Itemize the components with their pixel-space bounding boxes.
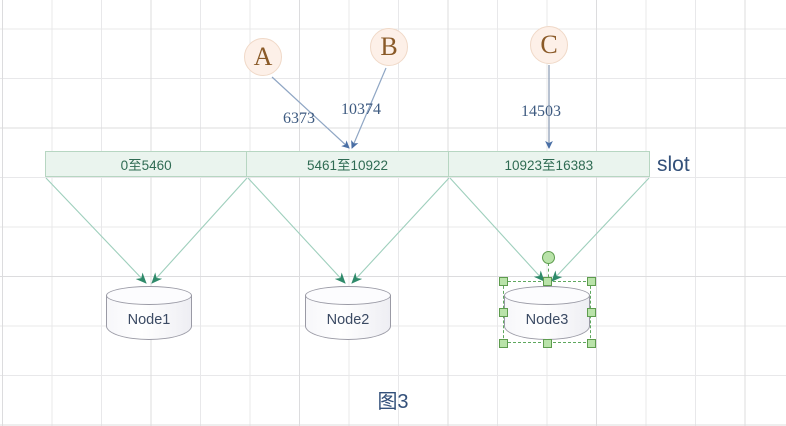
cylinder-top (106, 286, 192, 305)
rotation-handle[interactable] (542, 251, 555, 264)
resize-handle-n[interactable] (543, 277, 552, 286)
slot-bar[interactable]: 0至5460 5461至10922 10923至16383 (45, 151, 650, 177)
slot-segment-2[interactable]: 5461至10922 (246, 152, 447, 176)
resize-handle-w[interactable] (499, 308, 508, 317)
figure-caption: 图3 (377, 391, 409, 413)
node-cylinder-1[interactable]: Node1 (106, 286, 192, 340)
resize-handle-sw[interactable] (499, 339, 508, 348)
resize-handle-e[interactable] (587, 308, 596, 317)
resize-handle-nw[interactable] (499, 277, 508, 286)
key-marker-b[interactable]: B (370, 28, 408, 66)
node-label-1: Node1 (127, 312, 171, 328)
selection-box (499, 277, 596, 348)
slot-segment-3[interactable]: 10923至16383 (447, 152, 649, 176)
slot-to-node2-arrows (247, 177, 450, 284)
key-marker-a-label: A (253, 42, 273, 71)
resize-handle-se[interactable] (587, 339, 596, 348)
key-marker-c[interactable]: C (530, 26, 568, 64)
cylinder-top (504, 286, 590, 305)
rotation-handle-stem (548, 263, 549, 283)
node-cylinder-2[interactable]: Node2 (305, 286, 391, 340)
slot-to-node1-arrows (45, 177, 248, 284)
slot-to-node3-arrows (449, 177, 650, 282)
node-label-2: Node2 (326, 312, 370, 328)
cylinder-top (305, 286, 391, 305)
key-value-b: 10374 (341, 101, 381, 118)
key-marker-c-label: C (540, 30, 558, 59)
key-marker-b-label: B (380, 32, 398, 61)
slot-segment-2-range: 5461至10922 (306, 158, 389, 173)
slot-segment-3-range: 10923至16383 (504, 158, 594, 173)
slot-label: slot (657, 153, 690, 176)
node-label-3: Node3 (525, 312, 569, 328)
key-marker-a[interactable]: A (244, 38, 282, 76)
resize-handle-s[interactable] (543, 339, 552, 348)
slot-segment-1[interactable]: 0至5460 (46, 152, 246, 176)
key-value-a: 6373 (283, 110, 315, 127)
resize-handle-ne[interactable] (587, 277, 596, 286)
key-value-c: 14503 (521, 103, 561, 120)
slot-segment-1-range: 0至5460 (120, 158, 172, 173)
node-cylinder-3[interactable]: Node3 (504, 286, 590, 340)
